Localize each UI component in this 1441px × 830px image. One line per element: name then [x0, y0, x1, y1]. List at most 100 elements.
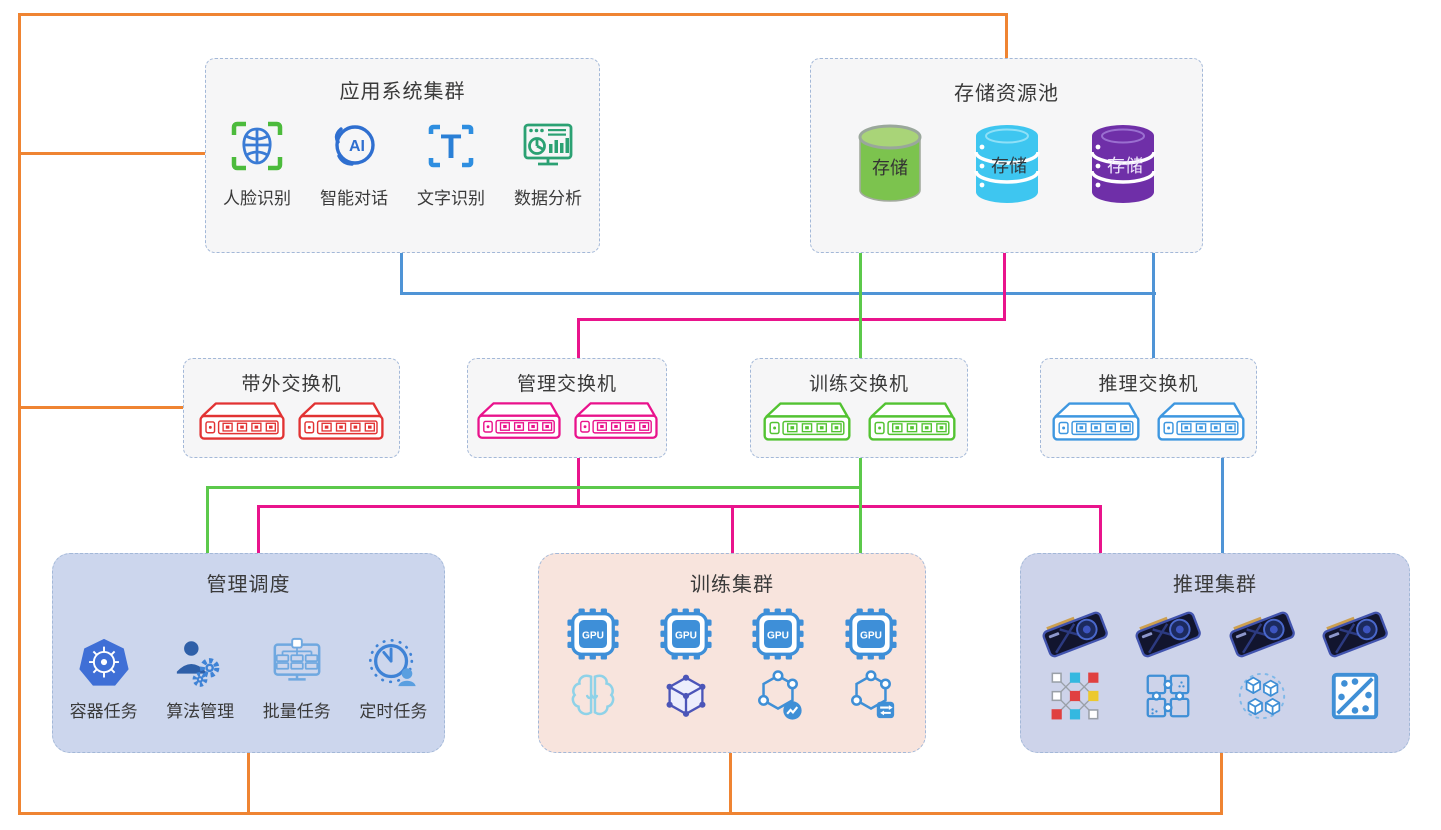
- app-item-ai-dialogue: AI 智能对话: [308, 116, 400, 209]
- blue-switch-to-infer-cluster-line: [1221, 456, 1224, 556]
- app-item-text-recognition: T 文字识别: [405, 116, 497, 209]
- purple-database-storage-icon: 存储: [1085, 122, 1161, 206]
- molecule-chart-icon: [739, 667, 817, 725]
- mgmt-item-container-tasks: 容器任务: [58, 633, 150, 722]
- magenta-upper-horizontal-line: [577, 318, 1006, 321]
- app-item-label: 人脸识别: [223, 189, 291, 208]
- gpu-chip-icon: GPU: [832, 605, 910, 663]
- blue-app-drop-line: [400, 251, 403, 295]
- gpu-card-icon: [1129, 605, 1207, 663]
- magenta-lower-horizontal-line: [257, 505, 1102, 508]
- orange-infer-stub-line: [1220, 751, 1223, 815]
- green-switch-to-train-cluster-line: [859, 456, 862, 556]
- train-cluster-box: 训练集群 GPU GPU: [538, 553, 926, 753]
- infer-switch-title: 推理交换机: [1098, 374, 1199, 395]
- switch-icon: [475, 399, 563, 443]
- mgmt-item-timed: 定时任务: [347, 633, 439, 722]
- data-analysis-icon: [518, 116, 578, 176]
- gpu-chip-icon: GPU: [554, 605, 632, 663]
- gpu-card-icon: [1223, 605, 1301, 663]
- orange-to-oob-switch-line: [18, 406, 186, 409]
- orange-train-stub-line: [729, 751, 732, 815]
- switch-icon: [864, 399, 960, 445]
- switch-icon: [296, 399, 386, 444]
- text-glyph: T: [441, 128, 462, 166]
- gpu-card-icon: [1036, 605, 1114, 663]
- mgmt-item-label: 批量任务: [262, 702, 331, 721]
- magenta-storage-drop-line: [1003, 251, 1006, 321]
- storage-pool-title: 存储资源池: [954, 83, 1059, 105]
- gpu-chip-label: GPU: [767, 630, 789, 641]
- switch-icon: [1048, 399, 1144, 445]
- ai-dialogue-icon: AI: [325, 116, 383, 176]
- oob-switch-box: 带外交换机: [183, 358, 400, 458]
- magenta-to-infer-cluster-line: [1099, 505, 1102, 556]
- mgmt-item-algorithm: 算法管理: [154, 633, 246, 722]
- app-item-label: 文字识别: [417, 189, 485, 208]
- orange-left-line: [18, 13, 21, 815]
- mgmt-cluster-title: 管理调度: [206, 574, 291, 596]
- oob-switch-title: 带外交换机: [241, 374, 342, 395]
- orange-mgmt-stub-line: [247, 751, 250, 815]
- storage-label: 存储: [1107, 156, 1143, 176]
- green-cylinder-storage-icon: 存储: [852, 122, 928, 206]
- mgmt-item-batch: 批量任务: [251, 633, 343, 722]
- mgmt-item-label: 算法管理: [166, 702, 235, 721]
- switch-icon: [1153, 399, 1249, 445]
- train-switch-title: 训练交换机: [808, 374, 909, 395]
- storage-pool-box: 存储资源池 存储: [810, 58, 1203, 253]
- magenta-into-mgmt-switch-line: [577, 318, 580, 361]
- text-recognition-icon: T: [422, 116, 480, 176]
- mgmt-switch-box: 管理交换机: [467, 358, 667, 458]
- mgmt-item-label: 定时任务: [359, 702, 428, 721]
- green-to-mgmt-cluster-line: [206, 486, 209, 556]
- magenta-below-mgmt-switch-line: [577, 456, 580, 508]
- gpu-chip-icon: GPU: [647, 605, 725, 663]
- orange-to-app-line: [18, 152, 208, 155]
- puzzle-icon: [1129, 667, 1207, 725]
- molecule-panel-icon: [832, 667, 910, 725]
- person-gears-icon: [172, 633, 228, 693]
- cubes-cluster-icon: [1223, 667, 1301, 725]
- gpu-chip-icon: GPU: [739, 605, 817, 663]
- face-recognition-icon: [228, 116, 286, 176]
- train-cluster-title: 训练集群: [690, 574, 774, 596]
- green-branch-horizontal-line: [206, 486, 862, 489]
- magenta-to-train-cluster-line: [731, 505, 734, 556]
- brain-icon: [554, 667, 632, 725]
- app-item-label: 智能对话: [320, 189, 388, 208]
- gpu-chip-label: GPU: [860, 630, 882, 641]
- infer-cluster-box: 推理集群: [1020, 553, 1410, 753]
- kubernetes-icon: [76, 633, 132, 693]
- app-item-data-analysis: 数据分析: [502, 116, 594, 209]
- mgmt-cluster-box: 管理调度 容器任务: [52, 553, 445, 753]
- monitor-batch-icon: [269, 633, 325, 693]
- ai-badge-text: AI: [349, 138, 365, 155]
- cube-network-icon: [647, 667, 725, 725]
- infer-cluster-title: 推理集群: [1173, 574, 1257, 596]
- mgmt-item-label: 容器任务: [69, 702, 138, 721]
- orange-to-storage-line: [1005, 13, 1008, 61]
- storage-label: 存储: [991, 156, 1027, 176]
- infer-switch-box: 推理交换机: [1040, 358, 1257, 458]
- cyan-database-storage-icon: 存储: [969, 122, 1045, 206]
- switch-icon: [759, 399, 855, 445]
- neural-network-icon: [1036, 667, 1114, 725]
- clock-person-icon: [365, 633, 421, 693]
- gpu-chip-label: GPU: [582, 630, 604, 641]
- gpu-chip-label: GPU: [675, 630, 697, 641]
- mgmt-switch-title: 管理交换机: [516, 374, 617, 395]
- blue-storage-to-infer-switch-line: [1152, 251, 1155, 361]
- train-switch-box: 训练交换机: [750, 358, 968, 458]
- switch-icon: [572, 399, 660, 443]
- app-cluster-title: 应用系统集群: [339, 81, 466, 103]
- app-item-face-recognition: 人脸识别: [211, 116, 303, 209]
- gpu-card-icon: [1316, 605, 1394, 663]
- app-cluster-box: 应用系统集群 人脸识别: [205, 58, 600, 253]
- storage-label: 存储: [872, 158, 908, 178]
- diagonal-dice-icon: [1316, 667, 1394, 725]
- switch-icon: [197, 399, 287, 444]
- green-storage-to-train-switch-line: [859, 251, 862, 361]
- app-item-label: 数据分析: [514, 189, 582, 208]
